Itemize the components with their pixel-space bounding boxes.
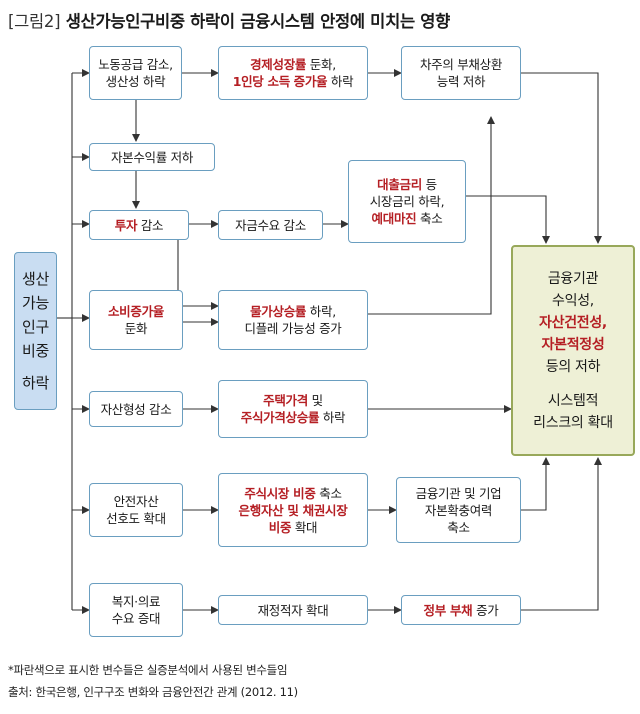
final-line-7: 리스크의 확대 [533,414,613,431]
safe-asset-box: 안전자산 선호도 확대 [89,483,183,537]
stock-line-1: 주식시장 비중 축소 [244,485,342,501]
labor-line: 노동공급 감소, [98,57,173,72]
consume-line-1: 소비증가율 [107,304,164,319]
welfare-medical-box: 복지·의료 수요 증대 [89,583,183,637]
govdebt-text: 정부 부채 증가 [423,602,499,618]
fiscal-deficit-box: 재정적자 확대 [218,595,368,625]
side-line: 하락 [21,374,49,392]
stock-line-3: 비중 확대 [268,519,318,535]
final-line-1: 금융기관 [547,270,599,287]
growth-line-2: 1인당 소득 증가율 하락 [232,74,354,89]
growth-line-1: 경제성장률 둔화, [250,57,336,72]
return-text: 자본수익률 저하 [110,149,194,165]
rates-line-1: 대출금리 등 [377,177,437,192]
government-debt-box: 정부 부채 증가 [401,595,521,625]
footnote: *파란색으로 표시한 변수들은 실증분석에서 사용된 변수들임 [8,663,288,677]
labor-supply-box: 노동공급 감소, 생산성 하락 [89,46,182,100]
final-line-6: 시스템적 [547,392,599,409]
rates-line-3: 예대마진 축소 [371,211,443,226]
final-line-3: 자산건전성, [539,314,607,331]
invest-text: 투자 감소 [114,217,164,233]
asset-text: 자산형성 감소 [100,401,172,417]
welfare-line: 수요 증대 [111,611,161,626]
consumption-box: 소비증가율 둔화 [89,290,183,350]
consume-line-2: 둔화 [124,321,148,336]
growth-slowdown-box: 경제성장률 둔화, 1인당 소득 증가율 하락 [218,46,368,100]
inflation-box: 물가상승률 하락, 디플레 가능성 증가 [218,290,368,350]
final-line-4: 자본적정성 [541,336,605,353]
side-line: 가능 [21,294,49,312]
price-line-1: 물가상승률 하락, [250,304,336,319]
side-line: 비중 [21,342,49,360]
capital-raising-box: 금융기관 및 기업 자본확충여력 축소 [396,477,521,543]
housing-stock-price-box: 주택가격 및 주식가격상승률 하락 [218,380,368,438]
interest-rate-box: 대출금리 등 시장금리 하락, 예대마진 축소 [348,160,466,243]
welfare-line: 복지·의료 [111,594,161,609]
safe-line: 선호도 확대 [106,511,166,526]
fund-demand-box: 자금수요 감소 [218,210,323,240]
figure-title: [그림2] 생산가능인구비중 하락이 금융시스템 안정에 미치는 영향 [8,8,450,32]
capital-line: 자본확충여력 [424,502,493,518]
debt-line: 차주의 부채상환 [419,57,503,72]
capital-line: 축소 [447,519,470,535]
source-note: 출처: 한국은행, 인구구조 변화와 금융안전간 관계 (2012. 11) [8,685,298,699]
capital-return-box: 자본수익률 저하 [89,143,215,171]
stock-line-2: 은행자산 및 채권시장 [238,502,348,518]
capital-line: 금융기관 및 기업 [415,485,502,501]
debt-repayment-box: 차주의 부채상환 능력 저하 [401,46,521,100]
deficit-text: 재정적자 확대 [257,602,329,618]
safe-line: 안전자산 [113,494,159,509]
funds-text: 자금수요 감소 [235,217,306,233]
labor-line: 생산성 하락 [105,74,166,89]
asset-formation-box: 자산형성 감소 [89,391,183,427]
housing-line-1: 주택가격 및 [263,393,323,408]
price-line-2: 디플레 가능성 증가 [244,321,342,336]
population-decline-box: 생산 가능 인구 비중 하락 [14,252,57,410]
figure-tag: [그림2] [8,12,61,31]
market-share-box: 주식시장 비중 축소 은행자산 및 채권시장 비중 확대 [218,473,368,547]
side-line: 인구 [21,318,49,336]
final-line-2: 수익성, [552,292,594,309]
investment-box: 투자 감소 [89,210,189,240]
rates-line-2: 시장금리 하락, [369,194,445,209]
side-line: 생산 [21,270,49,288]
final-line-5: 등의 저하 [545,358,601,375]
housing-line-2: 주식가격상승률 하락 [240,410,346,425]
financial-stability-box: 금융기관 수익성, 자산건전성, 자본적정성 등의 저하 시스템적 리스크의 확… [511,245,635,456]
figure-title-text: 생산가능인구비중 하락이 금융시스템 안정에 미치는 영향 [65,12,451,31]
debt-line: 능력 저하 [436,74,486,89]
